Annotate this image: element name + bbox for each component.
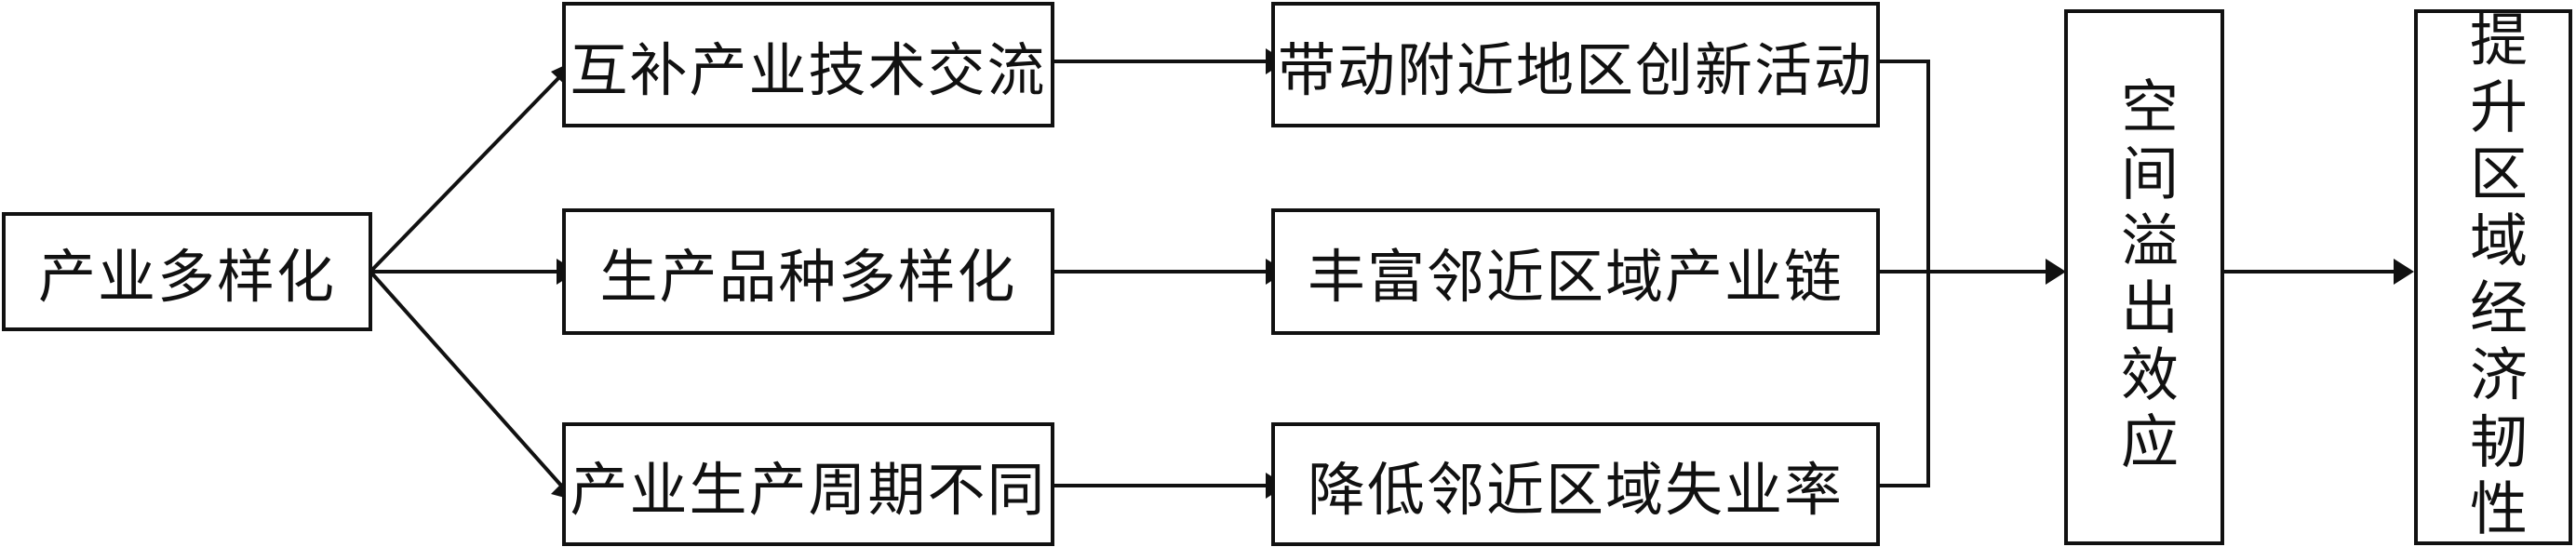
node-level2-enrich-industry-chain: 丰富邻近区域产业链 (1271, 208, 1880, 335)
node-root: 产业多样化 (2, 212, 372, 331)
arrowhead-to-outcome (2394, 259, 2414, 285)
node-spillover-effect: 空间溢出效应 (2064, 9, 2224, 545)
arrow-root-to-3 (369, 270, 564, 488)
arrowhead-to-effect (2046, 259, 2066, 285)
node-level2-drive-innovation: 带动附近地区创新活动 (1271, 2, 1880, 127)
arrow-root-to-1 (369, 73, 564, 274)
node-level1-product-diversity: 生产品种多样化 (562, 208, 1054, 335)
node-level1-different-cycles: 产业生产周期不同 (562, 422, 1054, 546)
node-level2-reduce-unemployment: 降低邻近区域失业率 (1271, 422, 1880, 546)
node-regional-resilience: 提升区域经济韧性 (2414, 9, 2572, 545)
node-level1-complementary-tech-exchange: 互补产业技术交流 (562, 2, 1054, 127)
